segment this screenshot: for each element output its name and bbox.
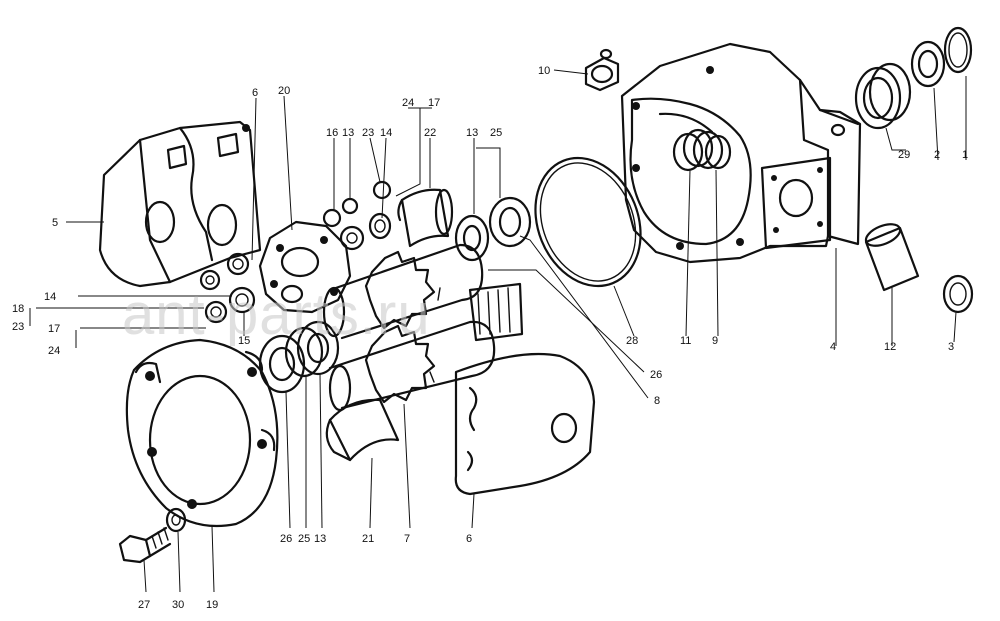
callout-15: 15 [238, 335, 250, 347]
part-11-9-springs [672, 128, 732, 172]
part-10-plug [584, 48, 620, 92]
leader-lines [29, 69, 967, 593]
part-5-housing-half [98, 120, 262, 288]
callout-19: 19 [206, 599, 218, 611]
callout-17-a: 17 [428, 97, 440, 109]
callout-24-a: 24 [402, 97, 414, 109]
callout-14-a: 14 [380, 127, 392, 139]
part-1-snap-ring [943, 26, 973, 74]
callout-25-b: 25 [298, 533, 310, 545]
seal-rings-right [454, 196, 532, 262]
watermark: ant-parts.ru [122, 282, 431, 347]
part-3-cap [942, 274, 974, 314]
part-29-seal [854, 62, 912, 130]
gear-shafts [322, 243, 524, 412]
part-4-pump-body [620, 42, 862, 264]
callout-2: 2 [934, 149, 940, 161]
callout-labels: 1 2 3 4 5 6 6 7 8 9 10 11 12 13 13 13 14… [12, 65, 968, 611]
callout-11: 11 [680, 335, 691, 347]
callout-17-b: 17 [48, 323, 60, 335]
callout-25-a: 25 [490, 127, 502, 139]
callout-18: 18 [12, 303, 24, 315]
callout-30: 30 [172, 599, 184, 611]
callout-1: 1 [962, 149, 968, 161]
part-20-flange-plate [258, 220, 352, 314]
part-30-washer [165, 507, 187, 533]
part-21-bushing [325, 398, 400, 462]
callout-5: 5 [52, 217, 58, 229]
callout-6-top: 6 [252, 87, 258, 99]
callout-26-b: 26 [280, 533, 292, 545]
callout-3: 3 [948, 341, 954, 353]
callout-4: 4 [830, 341, 836, 353]
part-27-bolt [118, 526, 172, 564]
callout-14-b: 14 [44, 291, 56, 303]
small-seals-left [199, 252, 256, 324]
part-2-ring [910, 40, 946, 88]
callout-28: 28 [626, 335, 638, 347]
small-seals-top [322, 180, 392, 251]
callout-7: 7 [404, 533, 410, 545]
callout-27: 27 [138, 599, 150, 611]
part-22-bushing [397, 188, 454, 248]
callout-23-b: 23 [12, 321, 24, 333]
callout-9: 9 [712, 335, 718, 347]
callout-24-b: 24 [48, 345, 60, 357]
callout-23-a: 23 [362, 127, 374, 139]
part-12-sleeve [864, 223, 920, 292]
part-6-housing-half [454, 352, 596, 496]
callout-13-a: 13 [342, 127, 354, 139]
callout-29: 29 [898, 149, 910, 161]
callout-12: 12 [884, 341, 896, 353]
callout-13-c: 13 [314, 533, 326, 545]
callout-21: 21 [362, 533, 374, 545]
callout-16: 16 [326, 127, 338, 139]
part-19-end-cover [125, 338, 279, 528]
part-28-o-ring [534, 156, 642, 288]
callout-26-a: 26 [650, 369, 662, 381]
callout-13-b: 13 [466, 127, 478, 139]
callout-6-bottom: 6 [466, 533, 472, 545]
callout-10: 10 [538, 65, 550, 77]
callout-8: 8 [654, 395, 660, 407]
callout-20: 20 [278, 85, 290, 97]
callout-22: 22 [424, 127, 436, 139]
